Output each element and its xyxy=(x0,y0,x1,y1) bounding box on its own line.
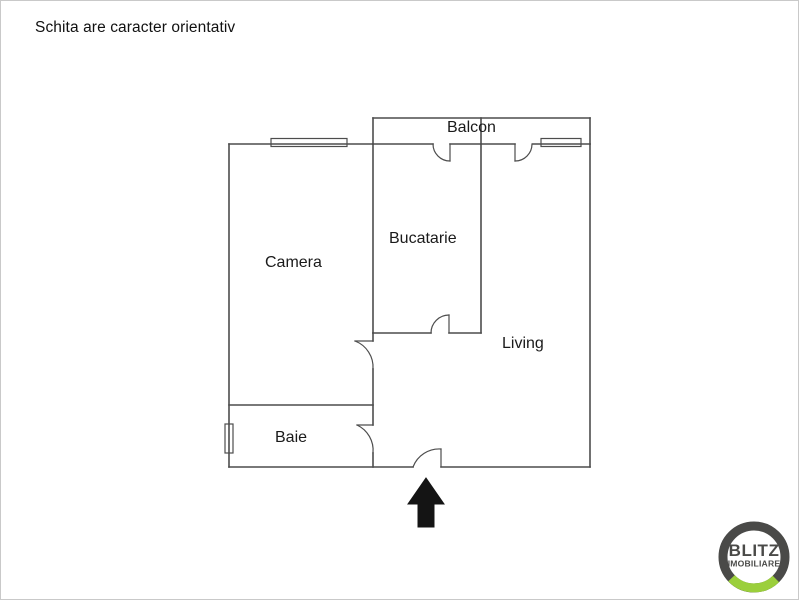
room-label-living: Living xyxy=(502,335,544,352)
window-top-living xyxy=(540,137,582,148)
page-title: Schita are caracter orientativ xyxy=(35,19,236,36)
room-label-balcon: Balcon xyxy=(447,119,496,136)
door-entrance xyxy=(412,448,442,468)
logo-accent-arc xyxy=(728,574,780,593)
door-baie-hol xyxy=(356,424,374,454)
logo-text-blitz: BLITZ xyxy=(729,541,780,560)
window-top-camera xyxy=(270,137,348,148)
blitz-imobiliare-logo: BLITZ IMOBILIARE xyxy=(714,517,794,597)
room-label-baie: Baie xyxy=(275,429,308,446)
door-camera-hol xyxy=(354,340,374,370)
room-label-camera: Camera xyxy=(265,254,322,271)
room-label-bucatarie: Bucatarie xyxy=(389,230,457,247)
logo-text-imobiliare: IMOBILIARE xyxy=(728,559,781,569)
door-bucatarie-living xyxy=(430,314,450,334)
door-balcon-bucatarie xyxy=(432,143,451,162)
entrance-arrow xyxy=(407,477,445,528)
window-left-baie xyxy=(224,423,234,454)
door-balcon-living xyxy=(514,143,533,162)
